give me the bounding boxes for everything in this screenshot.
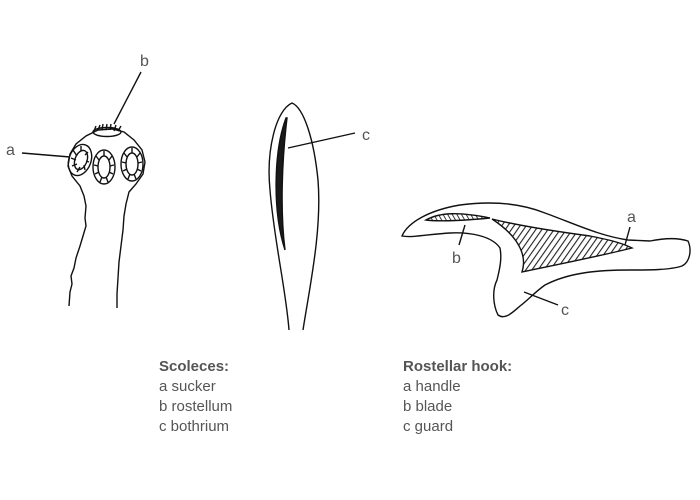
scolex-label-a: a <box>6 142 15 159</box>
legend-scoleces: Scoleces: a sucker b rostellum c bothriu… <box>159 357 232 437</box>
rostellum <box>92 123 122 138</box>
leader-scolex-a <box>21 152 71 158</box>
legend-hook-item: c guard <box>403 418 454 435</box>
sucker-middle <box>92 149 116 185</box>
legend-scoleces-item: b rostellum <box>159 398 233 415</box>
legend-hook-heading: Rostellar hook: <box>403 358 513 375</box>
leader-bothrium-c <box>287 132 356 149</box>
sucker-left <box>67 143 93 177</box>
hook-handle-core <box>491 218 635 273</box>
legend-hook-item: b blade <box>403 398 453 415</box>
scolex-illustration <box>21 71 146 308</box>
scolex-label-b: b <box>140 53 149 70</box>
bothrium-label-c: c <box>362 127 370 144</box>
legend-hook: Rostellar hook: a handle b blade c guard <box>403 357 512 437</box>
bothrium-slit <box>275 117 288 251</box>
bothrium-outline <box>268 102 320 331</box>
hook-illustration <box>401 202 691 318</box>
hook-label-b: b <box>452 250 461 267</box>
hook-outline <box>401 202 691 318</box>
hook-label-c: c <box>561 302 569 319</box>
hook-label-a: a <box>627 209 636 226</box>
legend-scoleces-heading: Scoleces: <box>159 358 230 375</box>
legend-scoleces-item: c bothrium <box>159 418 230 435</box>
sucker-right <box>120 146 144 182</box>
bothrium-illustration <box>268 102 356 331</box>
scolex-outline <box>67 128 146 308</box>
leader-hook-b <box>458 224 466 246</box>
leader-scolex-b <box>113 71 142 125</box>
legend-scoleces-item: a sucker <box>159 378 216 395</box>
legend-hook-item: a handle <box>403 378 461 395</box>
leader-hook-c <box>523 291 559 306</box>
leader-hook-a <box>624 226 631 246</box>
hook-blade <box>423 213 491 222</box>
